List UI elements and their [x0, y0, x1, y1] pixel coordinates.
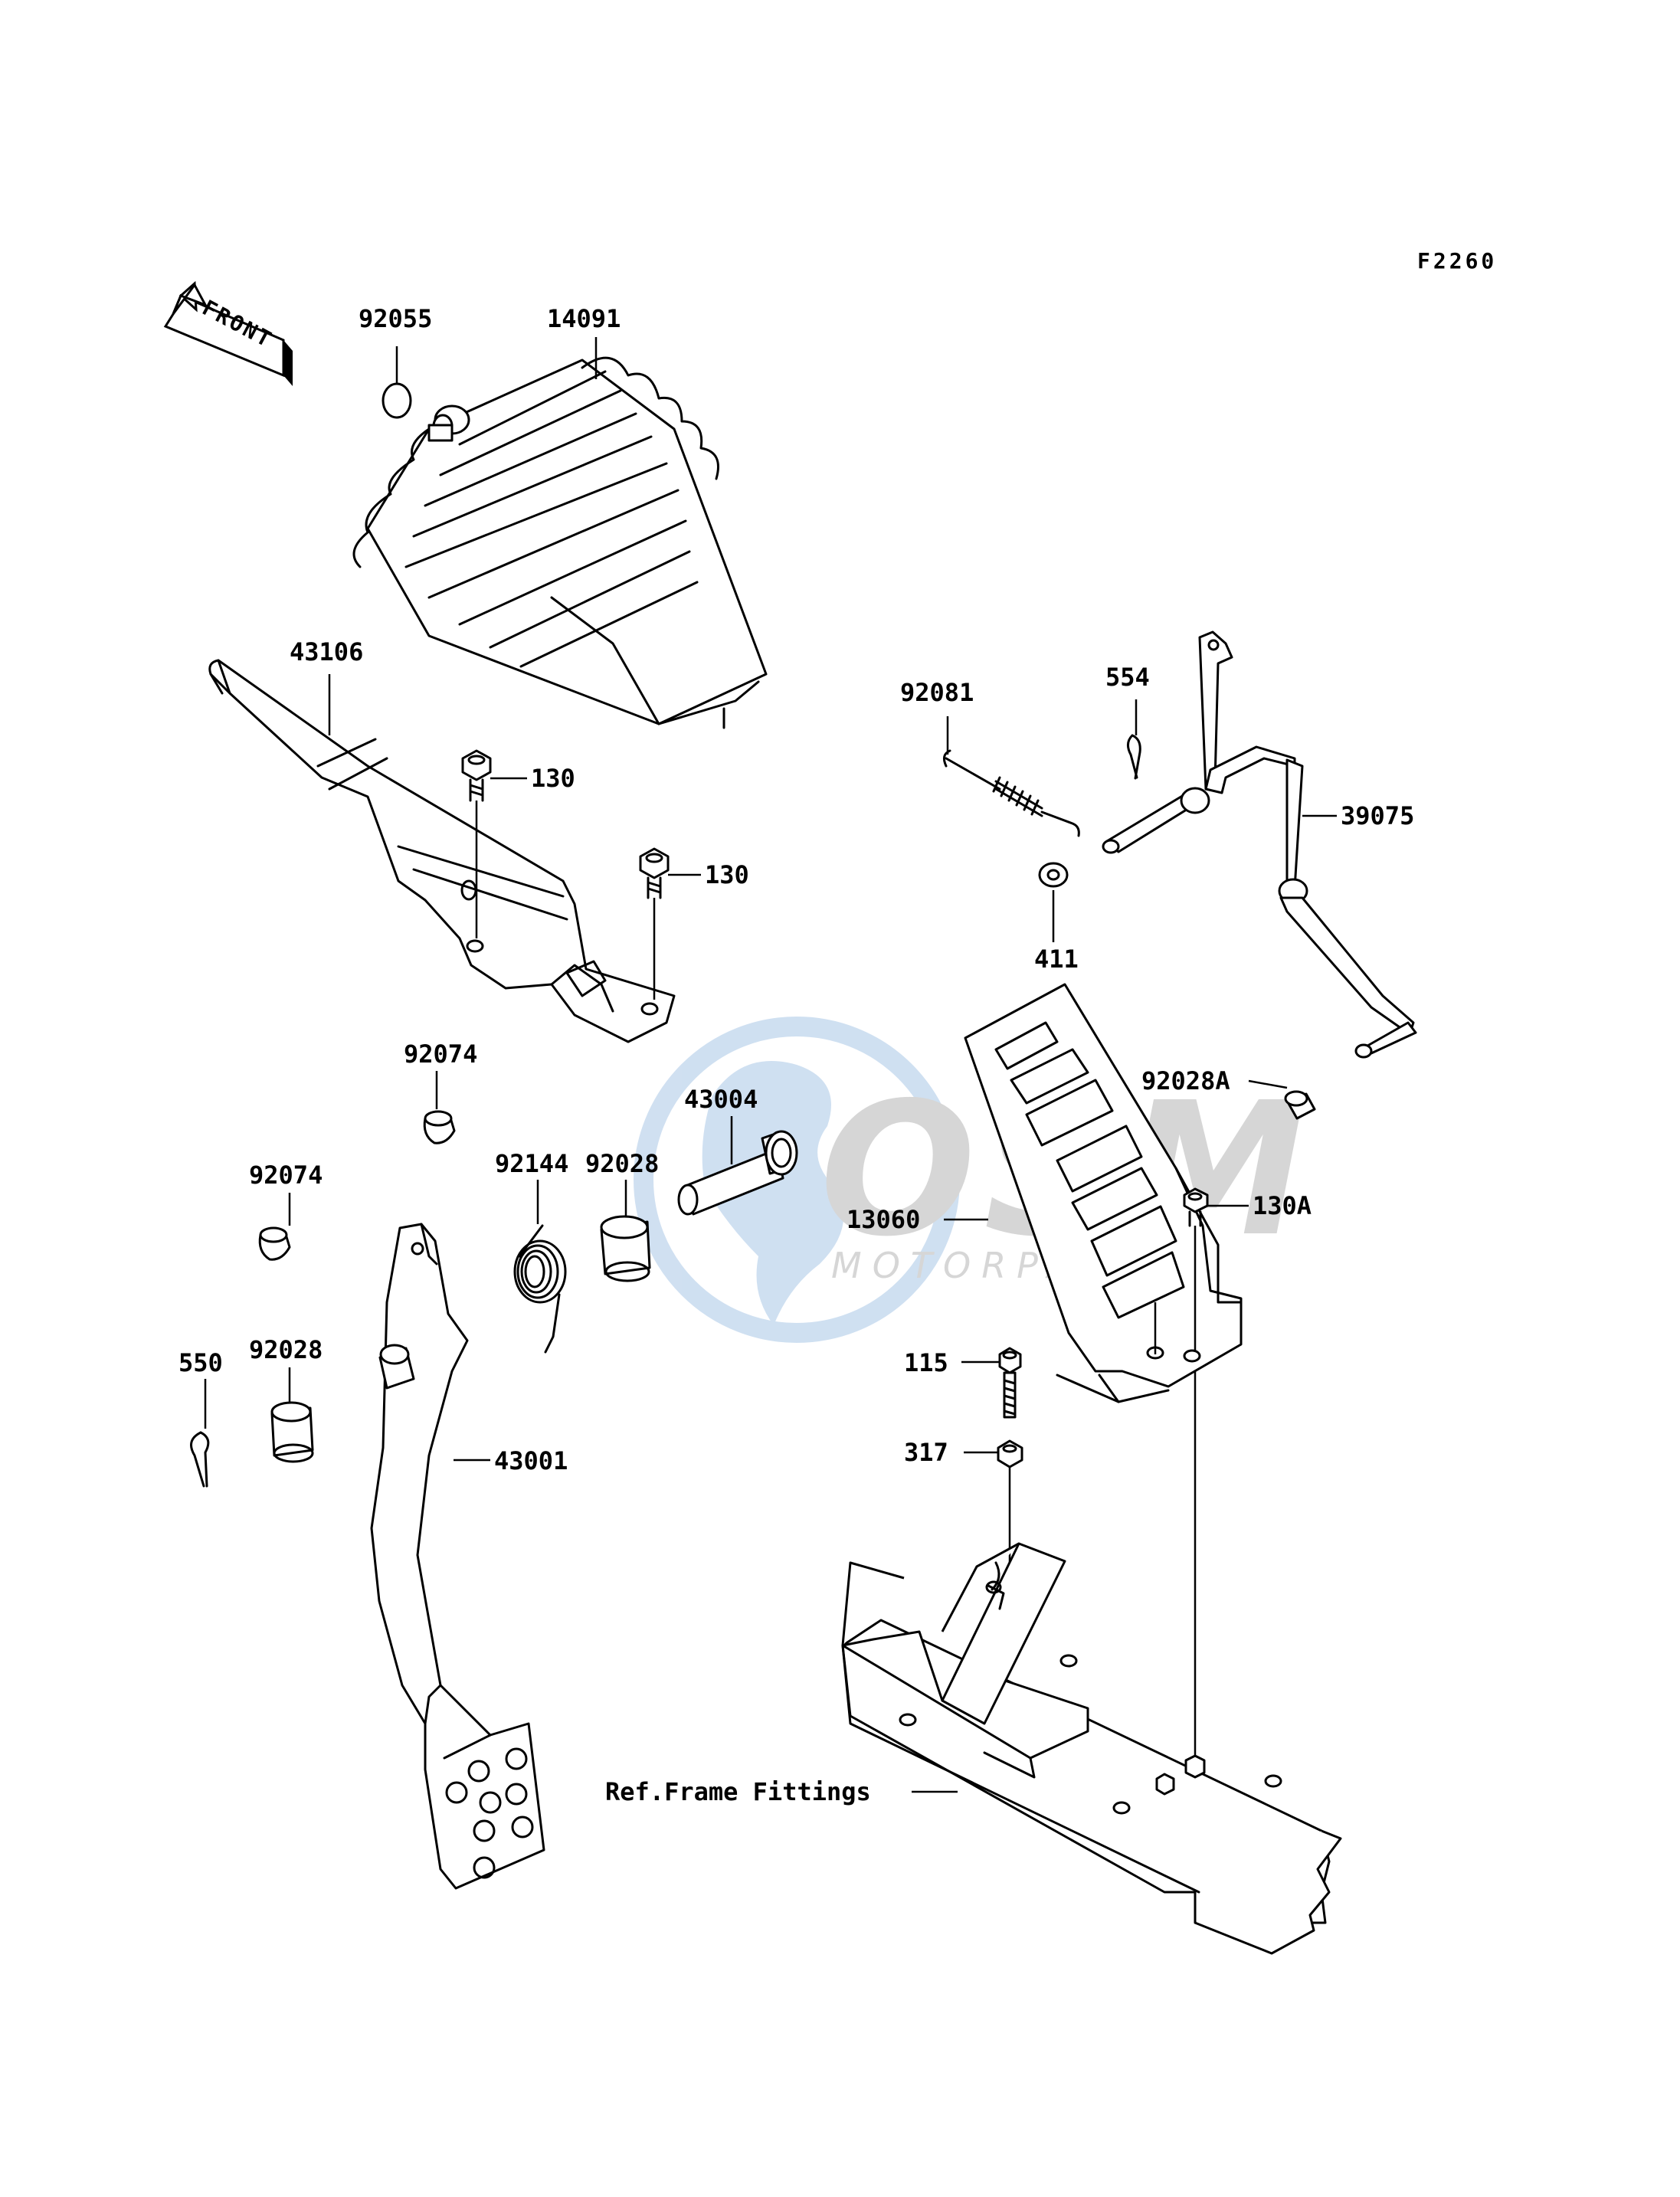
- label-130-b[interactable]: 130: [705, 860, 749, 889]
- watermark-globe-icon: [634, 1017, 960, 1343]
- label-92074-b[interactable]: 92074: [249, 1161, 323, 1190]
- leader-lines: [204, 337, 1337, 1793]
- label-92055[interactable]: 92055: [359, 304, 432, 333]
- bushing-92028A: [1284, 1090, 1316, 1120]
- label-92144[interactable]: 92144: [495, 1149, 568, 1178]
- label-411[interactable]: 411: [1034, 945, 1079, 974]
- part-labels: 92055 14091 43106 130 130 92081 554 3907…: [178, 304, 1414, 1806]
- watermark-continent-icon: [702, 1061, 844, 1325]
- label-14091[interactable]: 14091: [547, 304, 621, 333]
- boot-14091: [352, 356, 768, 729]
- nut-317: [997, 1439, 1023, 1563]
- label-92074-a[interactable]: 92074: [404, 1040, 477, 1069]
- label-92028-b[interactable]: 92028: [249, 1335, 323, 1364]
- lever-43106: [208, 659, 676, 1043]
- bolt-115: [998, 1347, 1022, 1419]
- label-92028A[interactable]: 92028A: [1141, 1066, 1230, 1095]
- label-92028-a[interactable]: 92028: [585, 1149, 659, 1178]
- label-92081[interactable]: 92081: [900, 678, 974, 707]
- o-ring-92055: [382, 382, 412, 419]
- bushing-92028-b: [270, 1401, 314, 1463]
- label-550[interactable]: 550: [178, 1348, 223, 1377]
- label-43001[interactable]: 43001: [494, 1446, 568, 1475]
- front-arrow-icon: FRONT: [163, 280, 293, 386]
- label-317[interactable]: 317: [904, 1438, 948, 1467]
- bushing-92028-a: [600, 1215, 651, 1282]
- label-130A[interactable]: 130A: [1253, 1191, 1312, 1220]
- bolt-130A: [1183, 1187, 1209, 1758]
- plug-92074-b: [258, 1226, 291, 1261]
- plug-92074-a: [423, 1110, 456, 1144]
- shaft-39075: [1102, 630, 1417, 1059]
- bolt-130-a: [461, 749, 492, 938]
- label-43004[interactable]: 43004: [684, 1085, 758, 1114]
- pedal-13060: [964, 983, 1243, 1403]
- bolt-130-b: [639, 847, 670, 1000]
- cotter-pin-550: [190, 1431, 210, 1488]
- label-13060[interactable]: 13060: [847, 1205, 920, 1234]
- label-39075[interactable]: 39075: [1341, 801, 1414, 830]
- frame-fittings: [841, 1542, 1342, 1955]
- figure-code: F2260: [1417, 248, 1497, 273]
- label-43106[interactable]: 43106: [290, 637, 363, 666]
- label-130-a[interactable]: 130: [531, 764, 575, 793]
- cotter-pin-554: [1127, 734, 1141, 780]
- torsion-spring-92144: [513, 1224, 567, 1354]
- shaft-43004: [677, 1130, 798, 1216]
- brake-pedal-43001: [370, 1223, 545, 1890]
- spring-92081: [942, 749, 1080, 837]
- label-554[interactable]: 554: [1105, 663, 1150, 692]
- label-115[interactable]: 115: [904, 1348, 948, 1377]
- label-ref-frame-fittings[interactable]: Ref.Frame Fittings: [605, 1777, 871, 1806]
- washer-411: [1038, 862, 1069, 888]
